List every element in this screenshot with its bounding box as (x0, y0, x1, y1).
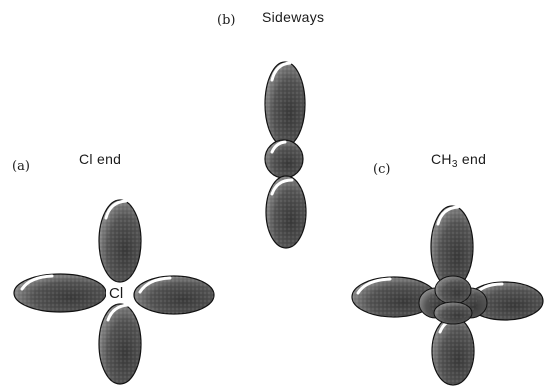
panel-c-caption-main: CH (431, 151, 452, 167)
lobe-center (265, 140, 303, 178)
lobe-up (99, 200, 141, 282)
hydrogen-cluster (419, 276, 487, 324)
lobe-left (14, 274, 106, 312)
panel-c-caption: CH3 end (431, 152, 486, 166)
lobe-down (99, 304, 141, 384)
panel-b-orbitals (265, 62, 306, 248)
panel-a-atom-label: Cl (109, 286, 123, 301)
panel-c-orbitals (352, 206, 543, 385)
panel-c-letter: (c) (373, 163, 390, 176)
panel-b-letter: (b) (217, 14, 235, 27)
panel-a-caption: Cl end (79, 152, 121, 166)
lobe-bottom (266, 176, 306, 248)
panel-c-caption-tail: end (458, 151, 486, 167)
lobe-top (265, 62, 305, 146)
lobe-right (134, 276, 214, 314)
panel-a-letter: (a) (12, 160, 30, 173)
lobe-down (432, 317, 474, 385)
panel-b-caption: Sideways (262, 10, 324, 24)
